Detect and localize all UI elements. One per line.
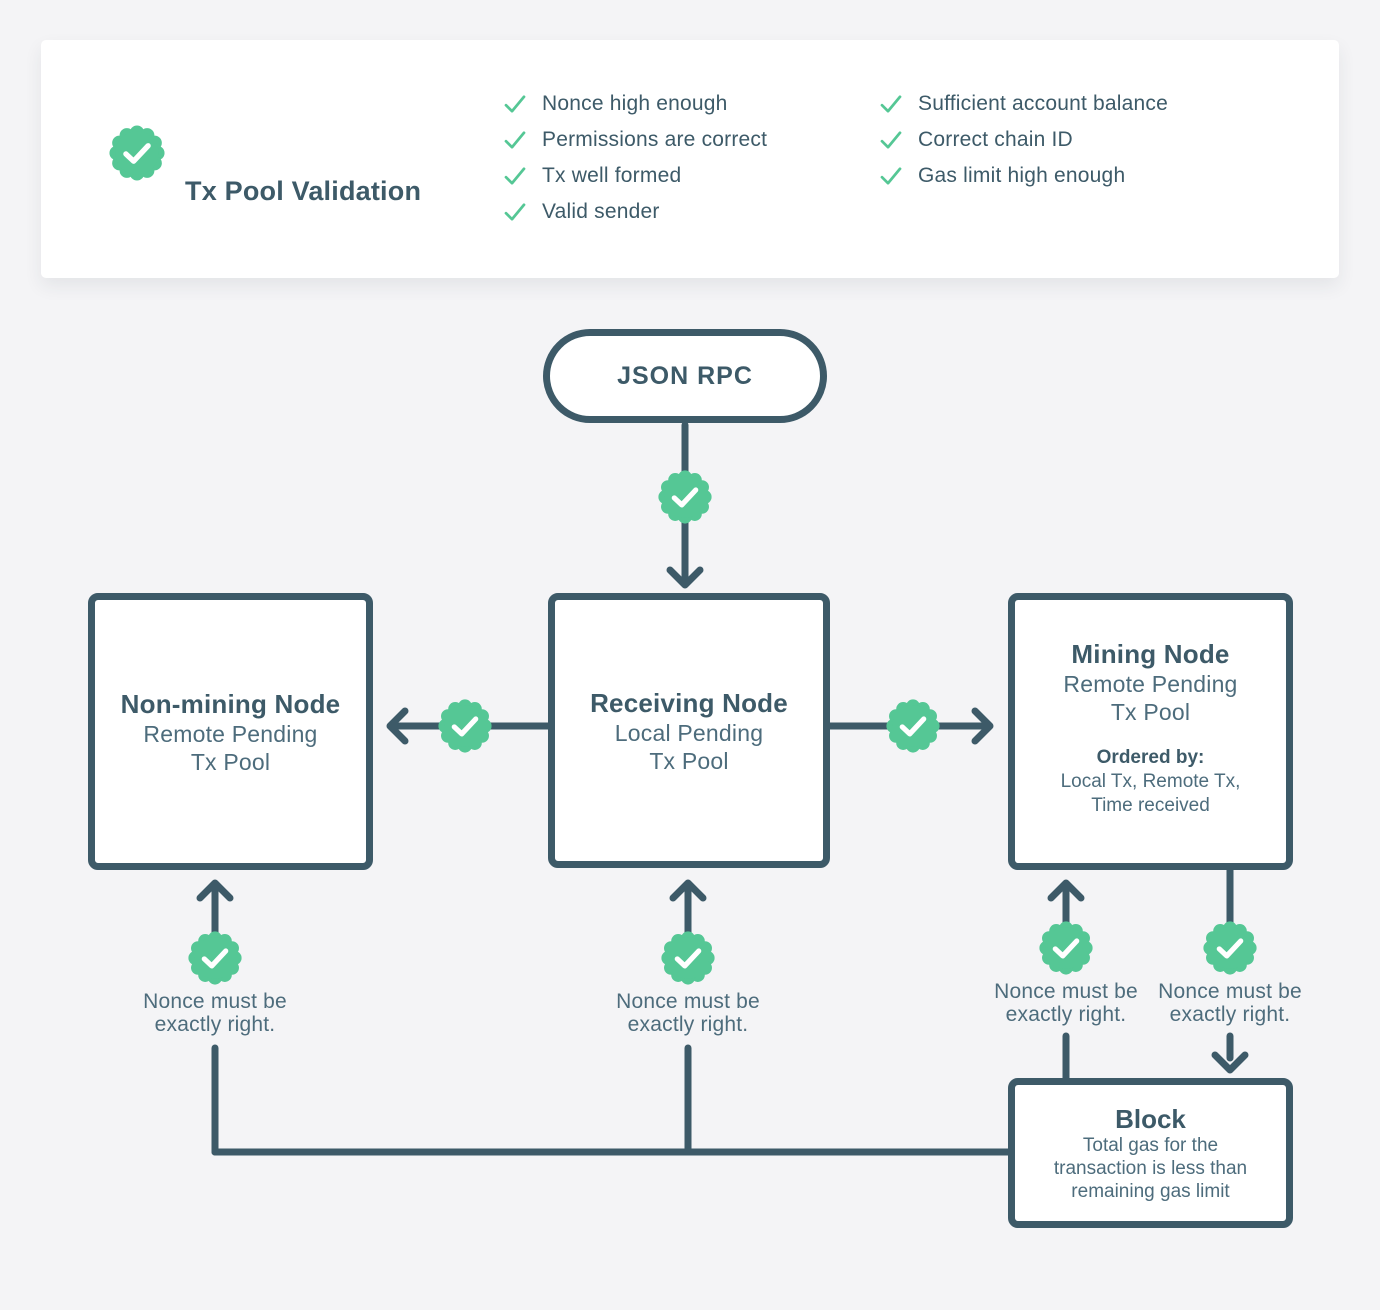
node-subtitle: Tx Pool bbox=[190, 748, 271, 775]
nonce-note-line: exactly right. bbox=[154, 1013, 276, 1036]
checklist-item-label: Gas limit high enough bbox=[918, 164, 1126, 187]
nonce-note-line: exactly right. bbox=[627, 1013, 749, 1036]
arrowhead-right-icon bbox=[971, 707, 994, 745]
ordered-by-line: Time received bbox=[1091, 795, 1210, 816]
mining-node-box: Mining Node Remote Pending Tx Pool Order… bbox=[1008, 593, 1293, 870]
node-subtitle: Remote Pending bbox=[1063, 671, 1238, 697]
nonce-note-line: Nonce must be bbox=[994, 980, 1138, 1003]
checklist-column-1: Nonce high enough Permissions are correc… bbox=[503, 86, 767, 230]
checklist-item: Correct chain ID bbox=[879, 122, 1168, 158]
checklist-item: Sufficient account balance bbox=[879, 86, 1168, 122]
ordered-by-label: Ordered by: bbox=[1096, 747, 1205, 768]
node-title: Non-mining Node bbox=[120, 688, 341, 719]
block-box: Block Total gas for the transaction is l… bbox=[1008, 1078, 1293, 1228]
nonce-note-line: Nonce must be bbox=[616, 990, 760, 1013]
arrowhead-down-icon bbox=[1211, 1051, 1249, 1074]
nonce-note: Nonce must be exactly right. bbox=[573, 990, 803, 1036]
checklist-item: Tx well formed bbox=[503, 158, 767, 194]
check-icon bbox=[879, 128, 903, 152]
seal-check-icon bbox=[108, 124, 166, 182]
checklist-column-2: Sufficient account balance Correct chain… bbox=[879, 86, 1168, 194]
nonce-note-line: exactly right. bbox=[1005, 1003, 1127, 1026]
json-rpc-node: JSON RPC bbox=[543, 329, 827, 423]
block-body-line: remaining gas limit bbox=[1071, 1180, 1230, 1202]
arrowhead-left-icon bbox=[386, 707, 409, 745]
checklist-item: Gas limit high enough bbox=[879, 158, 1168, 194]
checklist-item-label: Tx well formed bbox=[542, 164, 682, 187]
block-body-line: transaction is less than bbox=[1053, 1157, 1248, 1179]
arrowhead-up-icon bbox=[1047, 879, 1085, 902]
non-mining-node-box: Non-mining Node Remote Pending Tx Pool bbox=[88, 593, 373, 870]
node-subtitle: Tx Pool bbox=[649, 747, 729, 774]
nonce-note-line: Nonce must be bbox=[1158, 980, 1302, 1003]
checklist-item-label: Nonce high enough bbox=[542, 92, 728, 115]
checklist-item-label: Valid sender bbox=[542, 200, 660, 223]
nonce-note: Nonce must be exactly right. bbox=[100, 990, 330, 1036]
nonce-note: Nonce must be exactly right. bbox=[951, 980, 1181, 1026]
node-subtitle: Remote Pending bbox=[143, 720, 318, 747]
nonce-note: Nonce must be exactly right. bbox=[1115, 980, 1345, 1026]
node-title: Block bbox=[1115, 1103, 1186, 1134]
node-title: Mining Node bbox=[1071, 639, 1230, 669]
seal-check-icon bbox=[885, 698, 941, 754]
arrowhead-up-icon bbox=[196, 879, 234, 902]
check-icon bbox=[503, 200, 527, 224]
seal-check-icon bbox=[1202, 920, 1258, 976]
seal-check-icon bbox=[660, 930, 716, 986]
card-title: Tx Pool Validation bbox=[185, 176, 422, 206]
checklist-item: Nonce high enough bbox=[503, 86, 767, 122]
check-icon bbox=[879, 164, 903, 188]
receiving-node-box: Receiving Node Local Pending Tx Pool bbox=[548, 593, 830, 868]
nonce-note-line: Nonce must be bbox=[143, 990, 287, 1013]
ordered-by-line: Local Tx, Remote Tx, bbox=[1060, 771, 1241, 792]
checklist-item-label: Sufficient account balance bbox=[918, 92, 1168, 115]
seal-check-icon bbox=[437, 698, 493, 754]
block-body-line: Total gas for the bbox=[1082, 1134, 1219, 1156]
checklist-item-label: Permissions are correct bbox=[542, 128, 768, 151]
check-icon bbox=[503, 164, 527, 188]
arrowhead-up-icon bbox=[669, 879, 707, 902]
node-subtitle: Local Pending bbox=[614, 719, 764, 746]
seal-check-icon bbox=[657, 469, 713, 525]
node-subtitle: Tx Pool bbox=[1110, 699, 1191, 725]
node-title: Receiving Node bbox=[590, 687, 788, 718]
seal-check-icon bbox=[187, 930, 243, 986]
check-icon bbox=[879, 92, 903, 116]
checklist-item: Valid sender bbox=[503, 194, 767, 230]
json-rpc-label: JSON RPC bbox=[617, 361, 753, 390]
checklist-item: Permissions are correct bbox=[503, 122, 767, 158]
check-icon bbox=[503, 92, 527, 116]
nonce-note-line: exactly right. bbox=[1169, 1003, 1291, 1026]
check-icon bbox=[503, 128, 527, 152]
seal-check-icon bbox=[1038, 920, 1094, 976]
validation-card: Tx Pool Validation Nonce high enough Per… bbox=[41, 40, 1339, 278]
checklist-item-label: Correct chain ID bbox=[918, 128, 1073, 151]
arrowhead-down-icon bbox=[666, 566, 704, 589]
